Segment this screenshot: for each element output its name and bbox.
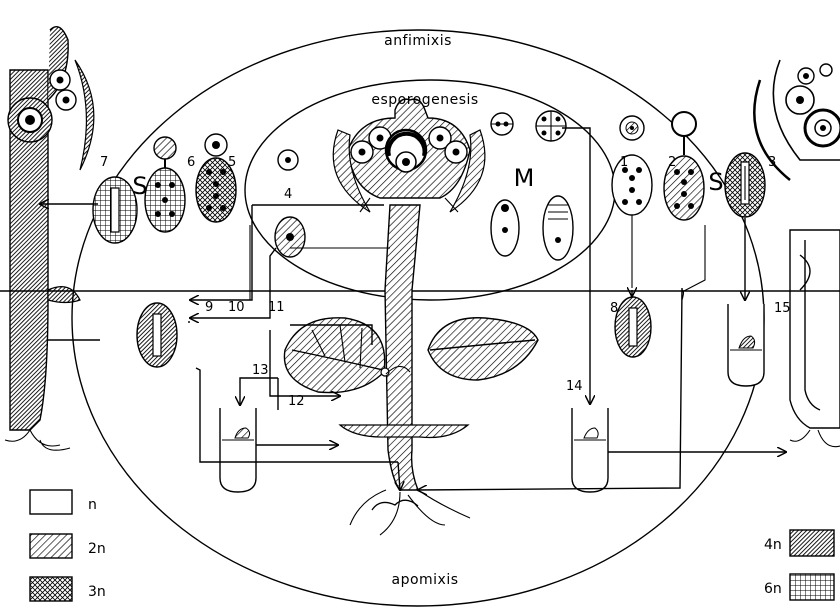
s-marker-right: S <box>708 168 723 196</box>
region-label-apomixis: apomixis <box>391 572 458 588</box>
region-label-esporogenesis: esporogenesis <box>371 92 478 108</box>
sac-3 <box>725 153 765 217</box>
legend-label: 2n <box>88 541 106 557</box>
central-plant-2n <box>284 99 538 535</box>
legend-item-6n: 6n <box>764 574 834 600</box>
pathway-number: 8 <box>610 301 618 316</box>
legend-label: 6n <box>764 581 782 597</box>
sac-5 <box>196 134 236 222</box>
pathway-number: 9 <box>205 300 213 315</box>
pathway-number: 4 <box>284 187 292 202</box>
legend-label: n <box>88 497 97 513</box>
region-label-anfimixis: anfimixis <box>384 33 452 49</box>
legend-item-4n: 4n <box>764 530 834 556</box>
s-marker-left: S <box>132 172 147 200</box>
test-tube-left <box>220 408 256 492</box>
test-tube-middle <box>572 408 608 492</box>
sac-7 <box>93 177 137 243</box>
legend-label: 4n <box>764 537 782 553</box>
pathway-number: 2 <box>668 155 676 170</box>
pathway-number: 10 <box>228 300 245 315</box>
pathway-number: 6 <box>187 155 195 170</box>
legend-label: 3n <box>88 584 106 600</box>
pathway-number: 15 <box>774 301 791 316</box>
test-tube-right <box>728 304 764 386</box>
legend-item-3n: 3n <box>30 577 106 601</box>
m-marker: M <box>514 164 535 192</box>
pathway-number: 14 <box>566 379 583 394</box>
pathway-number: 5 <box>228 155 236 170</box>
pathway-number: 12 <box>288 394 305 409</box>
legend-item-n: n <box>30 490 97 514</box>
sac-6 <box>145 137 185 232</box>
pathway-number: 13 <box>252 363 269 378</box>
pathway-number: 3 <box>768 155 776 170</box>
legend-item-2n: 2n <box>30 534 106 558</box>
pathway-number: 7 <box>100 155 108 170</box>
right-plant-4n <box>754 60 840 447</box>
pathway-number: 1 <box>620 155 628 170</box>
pathway-number: 11 <box>268 300 285 315</box>
sac-8 <box>615 297 651 357</box>
sac-9-10 <box>137 303 177 367</box>
sac-1 <box>612 116 652 288</box>
